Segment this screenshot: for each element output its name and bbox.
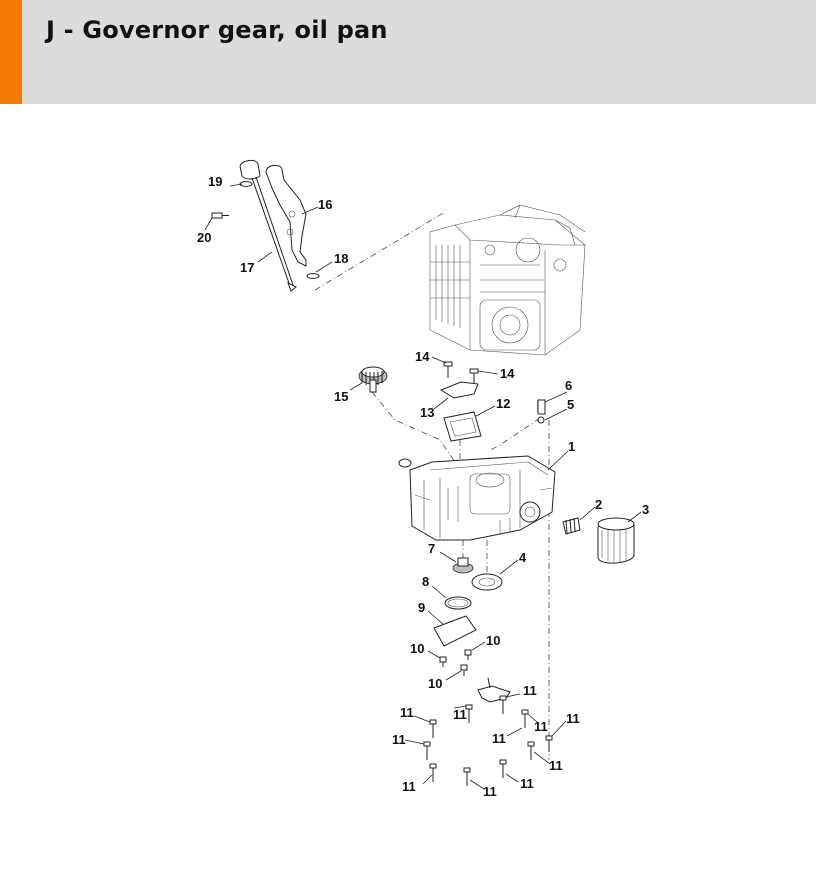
callout-11-b: 11 [400,705,414,720]
callout-11-c: 11 [453,707,467,722]
oil-fill-assembly [211,159,320,292]
callout-20: 20 [197,230,211,245]
header-accent-bar [0,0,22,104]
oil-pan [398,455,556,541]
callout-16: 16 [318,197,332,212]
exploded-parts-diagram: 19 16 20 17 18 14 14 15 13 12 6 5 1 2 3 … [0,104,816,882]
callout-3: 3 [642,502,649,517]
callout-labels: 19 16 20 17 18 14 14 15 13 12 6 5 1 2 3 … [197,174,649,799]
governor-gear [358,366,388,393]
pan-cover-parts [433,557,503,676]
callout-8: 8 [422,574,429,589]
bolts-11 [423,695,553,786]
page-header: J - Governor gear, oil pan [0,0,816,104]
callout-11-k: 11 [520,776,534,791]
callout-5: 5 [567,397,574,412]
callout-9: 9 [418,600,425,615]
callout-11-h: 11 [549,758,563,773]
callout-14-right: 14 [500,366,515,381]
callout-1: 1 [568,439,575,454]
callout-10-left: 10 [410,641,424,656]
diagram-svg: 19 16 20 17 18 14 14 15 13 12 6 5 1 2 3 … [197,159,649,799]
oil-filter-and-nipple [562,517,635,564]
leader-lines [204,183,642,790]
callout-11-g: 11 [392,732,406,747]
callout-14-left: 14 [415,349,430,364]
callout-15: 15 [334,389,348,404]
callout-7: 7 [428,541,435,556]
callout-17: 17 [240,260,254,275]
callout-12: 12 [496,396,510,411]
callout-19: 19 [208,174,222,189]
engine-block-illustration [429,204,586,356]
spring-and-ball [536,399,546,424]
callout-11-j: 11 [483,784,497,799]
page-title: J - Governor gear, oil pan [46,16,388,44]
callout-18: 18 [334,251,348,266]
callout-11-f: 11 [492,731,506,746]
callout-11-e: 11 [566,711,580,726]
governor-plate-and-screws [439,361,482,442]
callout-10-right: 10 [486,633,500,648]
callout-10-bottom: 10 [428,676,442,691]
callout-13: 13 [420,405,434,420]
callout-4: 4 [519,550,527,565]
callout-11-d: 11 [534,719,548,734]
callout-11-i: 11 [402,779,416,794]
callout-2: 2 [595,497,602,512]
callout-6: 6 [565,378,572,393]
callout-11-a: 11 [523,683,537,698]
